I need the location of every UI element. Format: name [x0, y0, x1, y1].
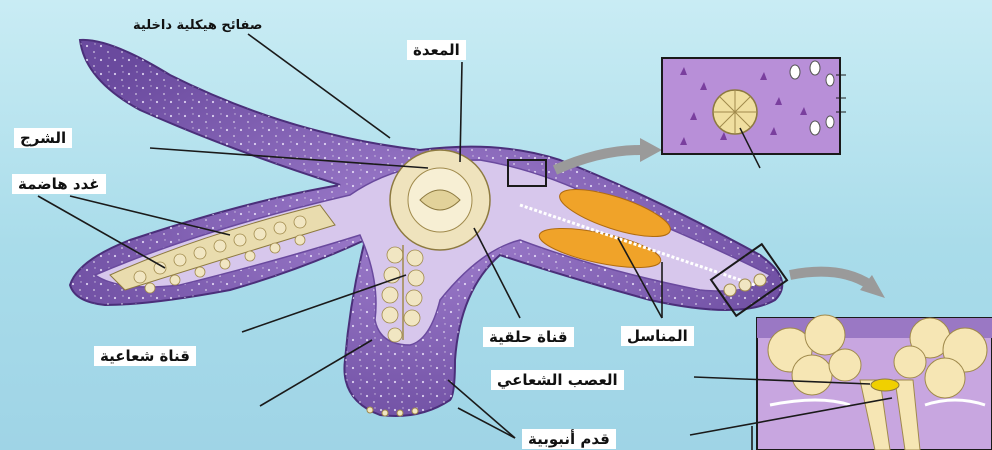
label-radial-nerve: العصب الشعاعي [491, 370, 624, 390]
zoom-arrow-right [790, 272, 870, 285]
arm-cross-section-inset [757, 315, 992, 450]
label-ring-canal: قناة حلقية [483, 327, 574, 347]
label-tube-feet: قدم أنبوبية [522, 429, 616, 449]
stomach [390, 150, 490, 250]
skin-inset [662, 58, 846, 168]
label-gonads: المناسل [621, 326, 694, 346]
zoom-arrowhead-top [640, 138, 662, 162]
label-stomach: المعدة [407, 40, 466, 60]
label-anus: الشرج [14, 128, 72, 148]
label-skeletal-plates: صفائح هيكلية داخلية [133, 17, 262, 35]
zoom-arrow-top [555, 150, 640, 170]
label-digestive-glands: غدد هاضمة [12, 174, 106, 194]
label-radial-canal: قناة شعاعية [94, 346, 196, 366]
